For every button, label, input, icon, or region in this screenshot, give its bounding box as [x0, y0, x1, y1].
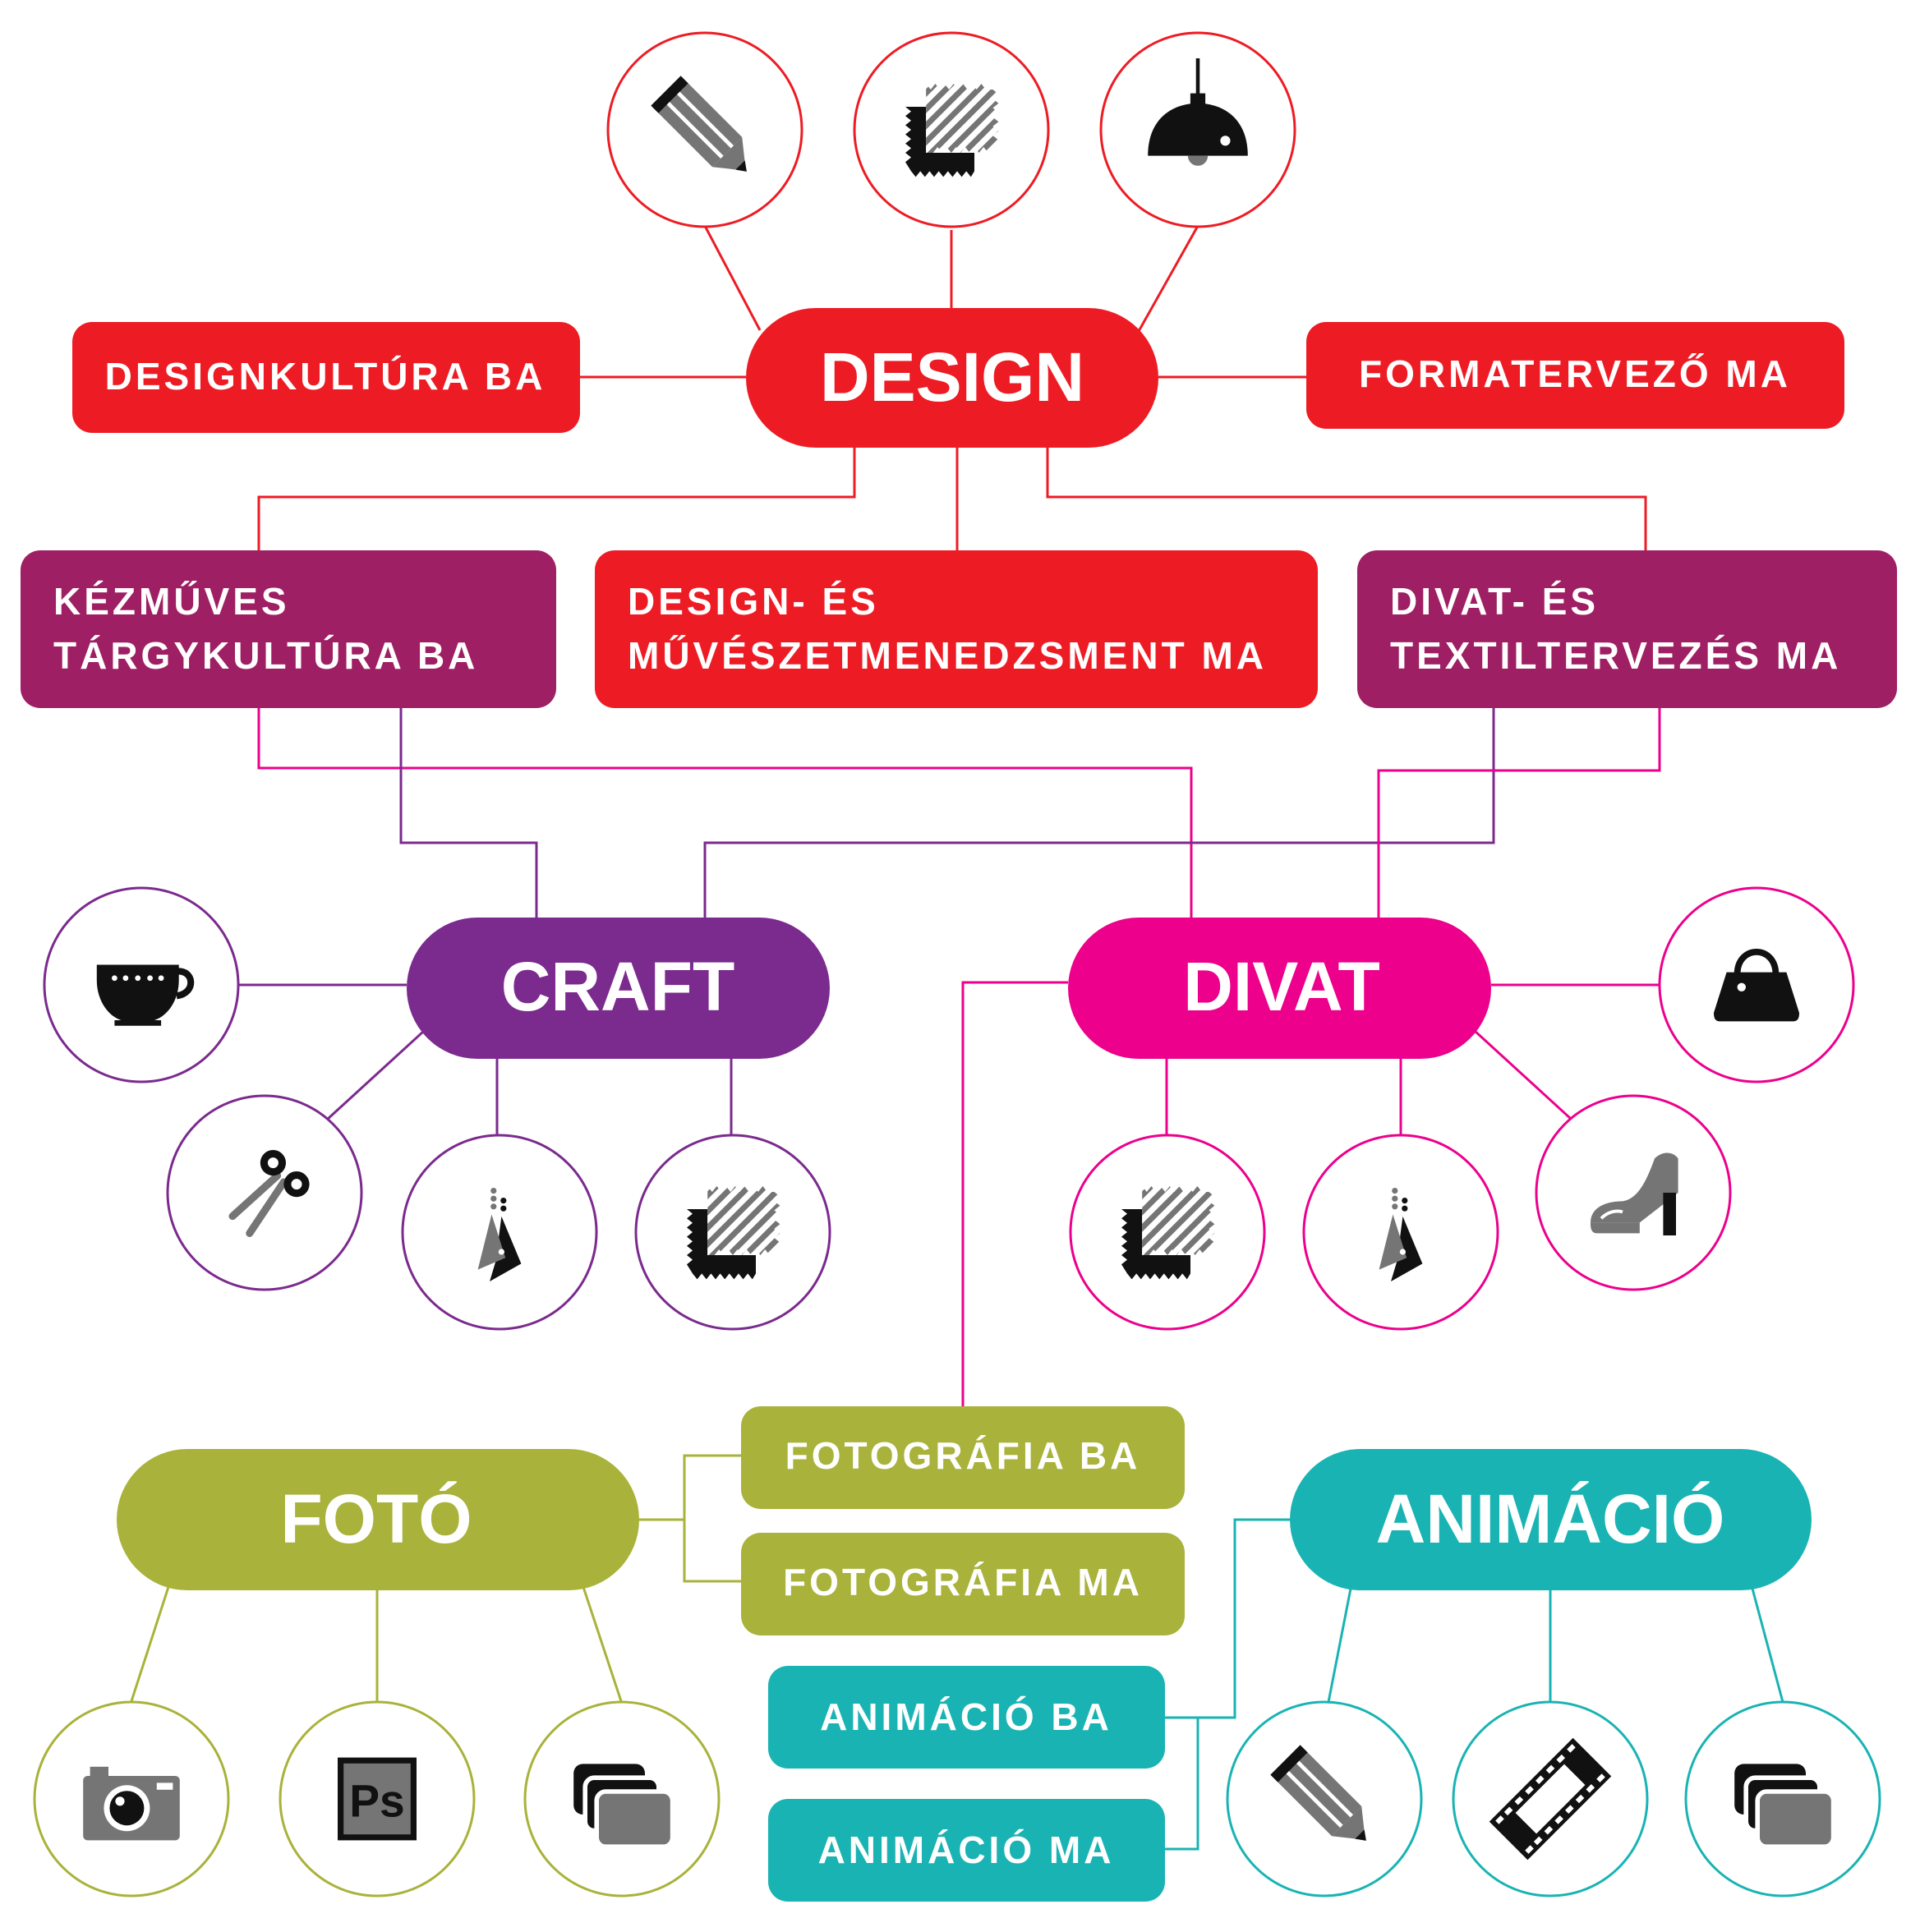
- fabric-swatch-icon: [634, 1134, 831, 1331]
- program-fotografia-ma: FOTOGRÁFIA MA: [741, 1533, 1185, 1635]
- connector-foto-ma: [683, 1520, 741, 1583]
- connector-lines: [130, 225, 1784, 1851]
- pencil-icon: [606, 31, 803, 228]
- program-management-ma-line1: DESIGN- ÉS: [628, 580, 879, 623]
- program-formatervezo-ma: FORMATERVEZŐ MA: [1306, 322, 1844, 429]
- connector-design-divat-textil: [1046, 448, 1647, 550]
- fabric-swatch-icon: [853, 31, 1050, 228]
- hub-foto-label: FOTÓ: [280, 1480, 472, 1557]
- connector-animacio-ma: [1165, 1718, 1199, 1851]
- connector-animacio-pencil: [1327, 1588, 1352, 1703]
- program-fotografia-ba-label: FOTOGRÁFIA BA: [785, 1434, 1141, 1477]
- program-animacio-ba: ANIMÁCIÓ BA: [768, 1666, 1165, 1769]
- connector-textil-craft: [703, 708, 1495, 918]
- program-kezmuves-ba-line2: TÁRGYKULTÚRA BA: [53, 634, 478, 677]
- connector-divat-fotografia: [961, 981, 1068, 1406]
- program-design-es-muveszetmenedzsment-ma: DESIGN- ÉS MŰVÉSZETMENEDZSMENT MA: [595, 550, 1318, 708]
- connector-kezmuves-divat: [257, 708, 1193, 918]
- program-management-ma-line2: MŰVÉSZETMENEDZSMENT MA: [628, 634, 1267, 677]
- pattern-pieces-icon: [401, 1134, 598, 1331]
- program-animacio-ma: ANIMÁCIÓ MA: [768, 1799, 1165, 1902]
- photo-stack-icon: [523, 1700, 721, 1898]
- connector-design-kezmuves: [257, 448, 856, 550]
- hub-design: DESIGN: [746, 308, 1158, 448]
- film-strip-icon: [1452, 1700, 1649, 1898]
- scissors-icon: [166, 1094, 363, 1291]
- handbag-icon: [1658, 886, 1855, 1083]
- pendant-lamp-icon: [1099, 31, 1296, 228]
- photo-stack-icon: [1684, 1700, 1881, 1898]
- connector-foto-camera: [130, 1586, 170, 1702]
- connector-animacio-stack: [1751, 1588, 1784, 1703]
- program-fotografia-ma-label: FOTOGRÁFIA MA: [783, 1561, 1143, 1603]
- hub-divat: DIVAT: [1068, 918, 1491, 1059]
- program-kezmuves-ba: KÉZMŰVES TÁRGYKULTÚRA BA: [21, 550, 556, 708]
- hub-craft: CRAFT: [407, 918, 830, 1059]
- connector-kezmuves-craft: [399, 708, 538, 918]
- hub-divat-label: DIVAT: [1183, 948, 1380, 1025]
- hub-design-label: DESIGN: [820, 338, 1084, 416]
- program-designkultura-ba: DESIGNKULTÚRA BA: [72, 322, 580, 433]
- program-fotografia-ba: FOTOGRÁFIA BA: [741, 1406, 1185, 1509]
- teacup-icon: [43, 886, 240, 1083]
- program-textil-ma-line1: DIVAT- ÉS: [1390, 580, 1599, 623]
- connector-design-pencil: [703, 225, 762, 331]
- program-animacio-ba-label: ANIMÁCIÓ BA: [820, 1695, 1112, 1738]
- photoshop-icon: [279, 1700, 476, 1898]
- connector-divat-heel: [1473, 1029, 1572, 1120]
- hub-foto: FOTÓ: [117, 1449, 639, 1590]
- camera-icon: [33, 1700, 230, 1898]
- connector-animacio-ba: [1165, 1518, 1292, 1719]
- connector-foto-programs: [638, 1454, 741, 1521]
- connector-design-lamp: [1136, 225, 1199, 334]
- program-animacio-ma-label: ANIMÁCIÓ MA: [818, 1828, 1115, 1871]
- hub-animacio-label: ANIMÁCIÓ: [1376, 1480, 1725, 1557]
- program-designkultura-ba-label: DESIGNKULTÚRA BA: [105, 355, 546, 398]
- hub-craft-label: CRAFT: [501, 948, 735, 1025]
- connector-textil-divat: [1377, 708, 1661, 918]
- connector-foto-stack: [582, 1586, 623, 1702]
- program-textil-ma-line2: TEXTILTERVEZÉS MA: [1390, 634, 1841, 677]
- pencil-icon: [1226, 1700, 1423, 1898]
- program-formatervezo-ma-label: FORMATERVEZŐ MA: [1359, 352, 1791, 395]
- fabric-swatch-icon: [1069, 1134, 1266, 1331]
- program-kezmuves-ba-line1: KÉZMŰVES: [53, 580, 290, 623]
- program-divat-es-textiltervezes-ma: DIVAT- ÉS TEXTILTERVEZÉS MA: [1357, 550, 1897, 708]
- pattern-pieces-icon: [1302, 1134, 1499, 1331]
- hub-animacio: ANIMÁCIÓ: [1290, 1449, 1812, 1590]
- connector-craft-scissors: [325, 1030, 425, 1121]
- high-heel-shoe-icon: [1535, 1094, 1732, 1291]
